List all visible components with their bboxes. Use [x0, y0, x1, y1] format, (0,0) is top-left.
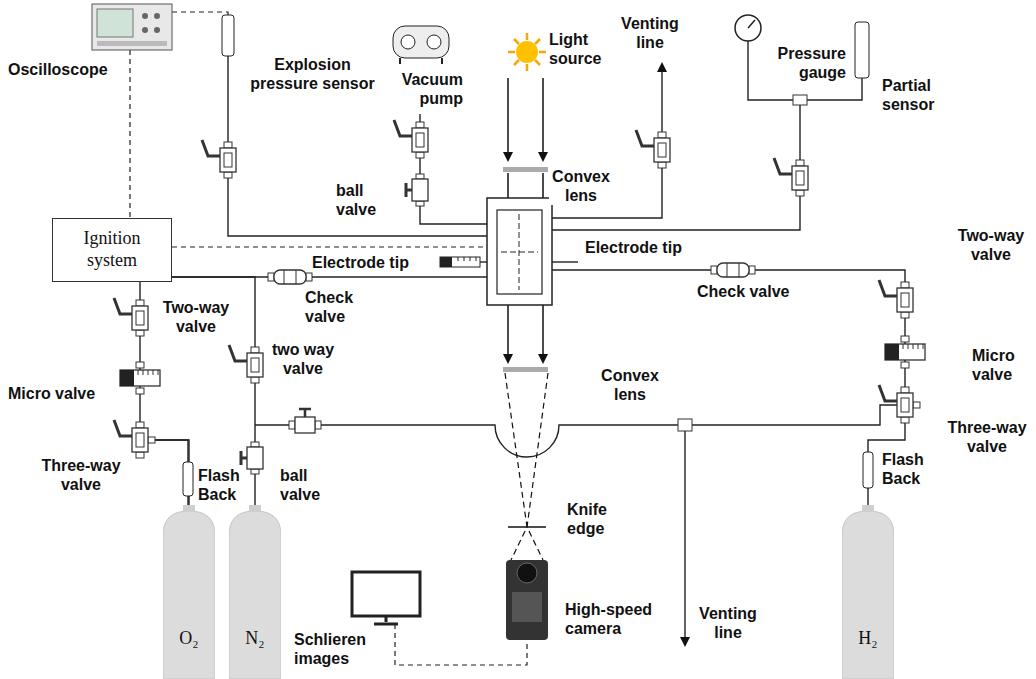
part-label: Three-way valve — [36, 456, 126, 494]
part-label: Pressure gauge — [762, 44, 846, 82]
part-label: Oscilloscope — [8, 60, 108, 79]
part-label: Check valve — [305, 288, 361, 326]
part-label: Two-way valve — [158, 298, 234, 336]
part-label: Two-way valve — [953, 226, 1029, 264]
part-label: Check valve — [697, 282, 790, 301]
part-label: Flash Back — [198, 466, 244, 504]
part-label: Vacuum pump — [393, 70, 463, 108]
part-label: Three-way valve — [942, 418, 1032, 456]
part-label: Convex lens — [598, 366, 662, 404]
part-label: Flash Back — [882, 450, 932, 488]
cylinder-outline — [842, 505, 894, 679]
box-label: Ignition system — [70, 228, 154, 271]
gas-label: O₂ — [163, 628, 215, 649]
part-label: ball valve — [280, 466, 330, 504]
part-label: ball valve — [336, 181, 386, 219]
part-label: Schlieren images — [294, 630, 380, 668]
cylinder-outline — [163, 505, 215, 679]
part-label: Partial sensor — [882, 76, 944, 114]
gas-cylinder: H₂ — [842, 505, 894, 679]
process-box: Ignition system — [52, 218, 172, 282]
part-label: Explosion pressure sensor — [245, 55, 380, 93]
part-label: Venting line — [695, 604, 761, 642]
part-label: Micro valve — [8, 384, 95, 403]
part-label: Venting line — [617, 14, 683, 52]
part-label: Convex lens — [549, 167, 613, 205]
part-label: Light source — [549, 30, 611, 68]
gas-label: H₂ — [842, 628, 894, 649]
part-label: Electrode tip — [312, 253, 409, 272]
gas-label: N₂ — [229, 628, 281, 649]
part-label: Micro valve — [972, 346, 1028, 384]
gas-cylinder: O₂ — [163, 505, 215, 679]
part-label: Electrode tip — [585, 238, 682, 257]
part-label: Knife edge — [567, 500, 617, 538]
gas-cylinder: N₂ — [229, 505, 281, 679]
cylinder-outline — [229, 505, 281, 679]
part-label: two way valve — [268, 340, 338, 378]
part-label: High-speed camera — [565, 600, 661, 638]
